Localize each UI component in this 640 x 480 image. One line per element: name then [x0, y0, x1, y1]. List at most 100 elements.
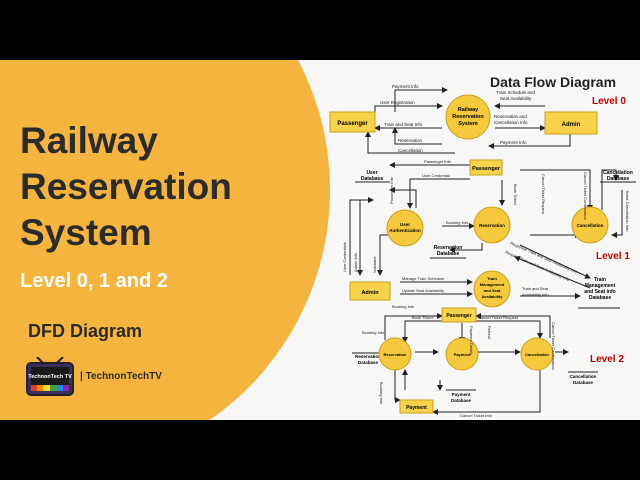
tv-logo-text: TechnonTech TV: [28, 374, 72, 380]
l1-flow-train-seat-1: Train and Seat: [522, 286, 549, 291]
dfd-label: DFD Diagram: [28, 321, 143, 341]
l1-train-mgmt-process: [473, 270, 511, 308]
l0-process-line-1: Railway: [458, 107, 479, 113]
l1-passenger-label: Passenger: [472, 166, 501, 172]
data-flow-diagram: Passenger Railway Reservation System Adm…: [329, 84, 636, 418]
l1-user-auth-process: [386, 209, 424, 247]
l0-flow-resv-cancel-1: Reservation and: [494, 114, 527, 119]
l0-flow-user-registration: User Registration: [380, 100, 415, 105]
l0-flow-reservation: Reservation: [398, 138, 423, 143]
l1-flow-admin-info: Admin Info: [353, 252, 358, 272]
level-1-label: Level 1: [596, 251, 630, 262]
l2-reservation-label: Reservation: [384, 352, 407, 357]
l2-payment-entity-label: Payment: [406, 405, 427, 411]
l1-flow-cancel-confirm: Cancel Ticket Confirmation: [583, 172, 588, 220]
l1-flow-passenger-info-2: Passenger Info: [389, 176, 394, 204]
l0-railway-process: [445, 94, 491, 140]
l2-flow-payment-details: Payment Details: [469, 326, 474, 355]
l2-flow-refund: Refund: [487, 326, 492, 339]
l2-payment-process: [445, 337, 479, 371]
diagram-title: Data Flow Diagram: [490, 74, 617, 90]
l2-cancel-db-2: Database: [573, 380, 594, 385]
level-0-label: Level 0: [592, 96, 626, 107]
l2-reservation-process: [378, 337, 412, 371]
l1-flow-user-credentials: User Credentials: [342, 242, 347, 272]
l1-cancellation-label: Cancellation: [577, 223, 604, 228]
l2-flow-booking-info: Booking Info: [392, 304, 415, 309]
l1-flow-book-ticket: Book Ticket: [513, 184, 518, 206]
l0-flow-payment-info: Payment Info: [392, 84, 419, 89]
l0-flow-schedule-2: Seat Availability: [500, 96, 532, 101]
l2-flow-booking-info-3: Booking Info: [379, 382, 384, 405]
l1-train-db-4: Database: [589, 295, 611, 301]
l2-cancellation-process: [520, 337, 554, 371]
l0-flow-cancellation: Cancellation: [398, 148, 423, 153]
l1-flow-booking-info: Booking Info: [446, 220, 469, 225]
l0-flow-payment-info-2: Payment Info: [500, 140, 527, 145]
level-2-label: Level 2: [590, 354, 624, 365]
l1-train-4: Availability: [482, 294, 504, 299]
l1-resv-db-1: Reservation: [434, 245, 463, 251]
l2-resv-db-2: Database: [358, 360, 379, 365]
l1-train-3: and Seat: [484, 288, 501, 293]
l1-passenger-box: [469, 159, 503, 176]
letterbox-bottom: [0, 420, 640, 480]
title-line-3: System: [20, 212, 152, 253]
l2-passenger-box: [441, 307, 477, 323]
l1-flow-user-credential: User Credential: [422, 173, 450, 178]
l1-user-db-2: Database: [361, 176, 383, 182]
l2-payment-box: [399, 399, 434, 414]
l2-passenger-label: Passenger: [446, 313, 471, 319]
l1-admin-label: Admin: [361, 290, 379, 296]
l1-train-db-3: and Seat info: [584, 289, 615, 295]
l1-user-db-1: User: [366, 170, 377, 176]
l1-auth-1: User: [400, 222, 410, 227]
l2-cancel-db-1: Cancellation: [570, 374, 597, 379]
l0-admin-label: Admin: [562, 122, 581, 128]
l1-cancel-db-1: Cancellation: [603, 170, 633, 176]
l1-flow-manage-schedule: Manage Train Schedule: [402, 276, 445, 281]
l1-train-1: Train: [487, 276, 497, 281]
l1-flow-cancel-request: Cancel Ticket Request: [541, 174, 546, 215]
l1-flow-validated: Validated: [372, 257, 377, 273]
l1-resv-db-2: Database: [437, 251, 459, 257]
l1-flow-passenger-info: Passenger Info: [424, 159, 452, 164]
l0-flow-schedule-1: Train Schedule and: [496, 90, 535, 95]
l1-train-2: Management: [480, 282, 505, 287]
l1-reservation-process: [473, 206, 511, 244]
l0-flow-train-seat: Train and Seat Info: [384, 122, 423, 127]
l2-flow-cancel-request: Cancel Ticket Request: [478, 315, 519, 320]
l1-cancel-db-2: Database: [607, 176, 629, 182]
brand-name: | TechnonTechTV: [80, 371, 162, 382]
title-line-2: Reservation: [20, 166, 232, 207]
l2-payment-label: Payment: [454, 352, 471, 357]
tv-logo-icon: TechnonTech TV: [26, 357, 74, 396]
l2-flow-cancel-confirm: Cancel Ticket Confirmation: [551, 322, 556, 370]
l1-reservation-label: Reservation: [479, 223, 505, 228]
thumbnail-frame: Railway Reservation System Level 0, 1 an…: [0, 60, 640, 420]
l0-passenger-box: [329, 111, 376, 133]
l0-passenger-label: Passenger: [337, 121, 368, 127]
l2-cancellation-label: Cancellation: [525, 352, 549, 357]
l1-cancellation-process: [571, 206, 609, 244]
l2-resv-db-1: Reservation: [355, 354, 381, 359]
l0-flow-resv-cancel-2: Cancellation Info: [494, 120, 528, 125]
l1-flow-ticket-cancel-info: Ticket Cancellation Info: [625, 190, 630, 232]
main-title: Railway Reservation System: [20, 118, 232, 256]
l2-flow-cancel-info: Cancel Ticket Info: [460, 413, 493, 418]
l0-process-line-3: System: [458, 121, 478, 127]
l1-flow-update-seat: Update Seat Availability: [402, 288, 444, 293]
l0-process-line-2: Reservation: [452, 114, 484, 120]
l1-flow-train-seat-2: Availability Info: [522, 292, 549, 297]
l2-payment-db-1: Payment: [452, 392, 471, 397]
letterbox-top: [0, 0, 640, 60]
l2-flow-book-ticket: Book Ticket: [412, 315, 434, 320]
subtitle: Level 0, 1 and 2: [20, 270, 168, 292]
l1-train-db-1: Train: [594, 277, 606, 283]
l2-flow-booking-info-2: Booking Info: [362, 330, 385, 335]
l1-train-db-2: Management: [585, 283, 616, 289]
l0-admin-box: [544, 111, 598, 135]
l1-auth-2: Authentication: [389, 228, 421, 233]
l2-payment-db-2: Database: [451, 398, 472, 403]
title-line-1: Railway: [20, 120, 158, 161]
